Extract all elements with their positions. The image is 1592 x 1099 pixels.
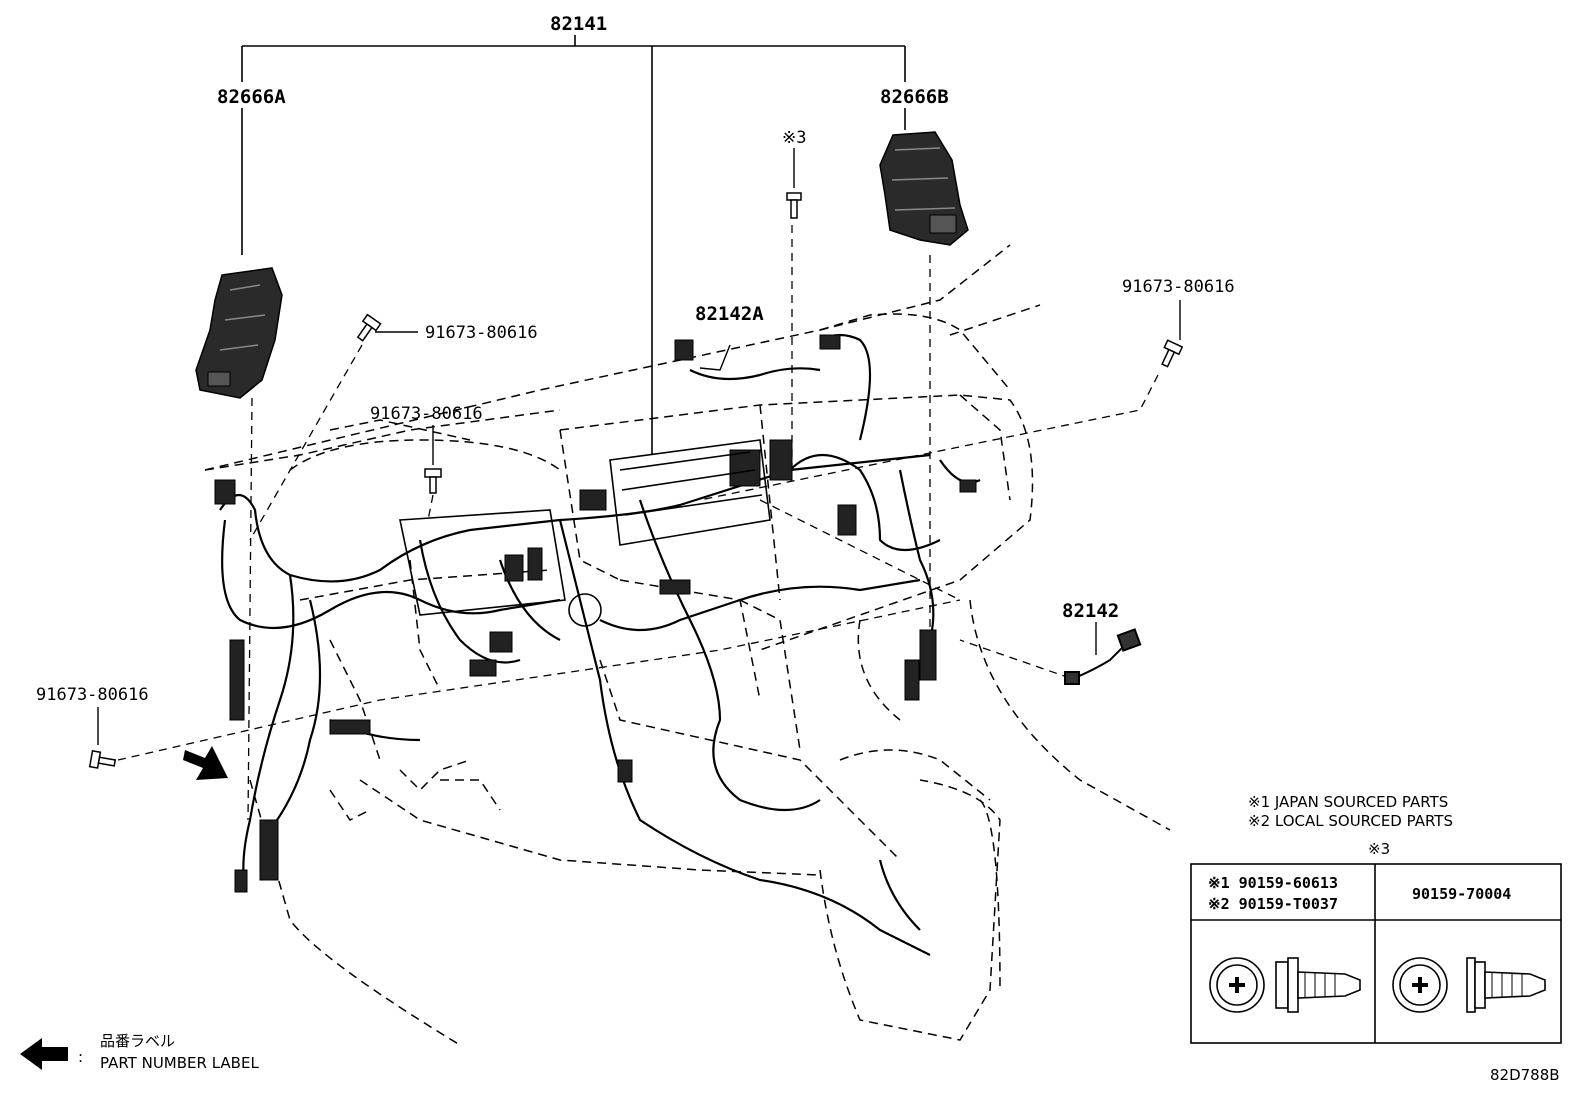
diagram-code: 82D788B xyxy=(1490,1066,1560,1084)
table-part-japan: ※1 90159-60613 xyxy=(1208,874,1338,892)
label-leaders xyxy=(97,148,1181,745)
label-82142: 82142 xyxy=(1062,600,1119,622)
note-screw-ref: ※3 xyxy=(1368,840,1390,858)
connectors xyxy=(214,334,977,893)
label-bolt-top-right: 91673-80616 xyxy=(1122,277,1235,297)
part-label-arrow-icon xyxy=(183,746,228,780)
legend-colon: : xyxy=(78,1048,83,1066)
label-82666a: 82666A xyxy=(217,86,286,108)
note-local-sourced: ※2 LOCAL SOURCED PARTS xyxy=(1248,812,1453,830)
legend-label-jp: 品番ラベル xyxy=(100,1032,175,1050)
table-part-local: ※2 90159-T0037 xyxy=(1208,895,1338,913)
label-bolt-center: 91673-80616 xyxy=(370,404,483,424)
fastener-table xyxy=(1190,863,1562,1044)
bolt-icon xyxy=(88,192,1184,769)
note-japan-sourced: ※1 JAPAN SOURCED PARTS xyxy=(1248,793,1448,811)
table-part-70004: 90159-70004 xyxy=(1412,885,1511,903)
legend-label-en: PART NUMBER LABEL xyxy=(100,1054,259,1072)
fastener-leaders xyxy=(117,225,1159,821)
dashboard-outline xyxy=(204,244,1171,1046)
harness-82142 xyxy=(1064,628,1142,685)
label-82141: 82141 xyxy=(550,13,607,35)
label-82666b: 82666B xyxy=(880,86,949,108)
label-screw-note: ※3 xyxy=(782,128,806,148)
screw-icon xyxy=(1392,957,1546,1013)
label-bolt-upper-left: 91673-80616 xyxy=(425,323,538,343)
label-bolt-left: 91673-80616 xyxy=(36,685,149,705)
assembly-bracket xyxy=(241,35,906,455)
label-82142a: 82142A xyxy=(695,303,764,325)
junction-block xyxy=(399,439,771,627)
module-82666b xyxy=(879,131,969,246)
wire-harness xyxy=(219,333,981,956)
legend-arrow-icon xyxy=(20,1038,68,1070)
module-82666a xyxy=(195,267,283,399)
screw-icon xyxy=(1209,957,1361,1013)
